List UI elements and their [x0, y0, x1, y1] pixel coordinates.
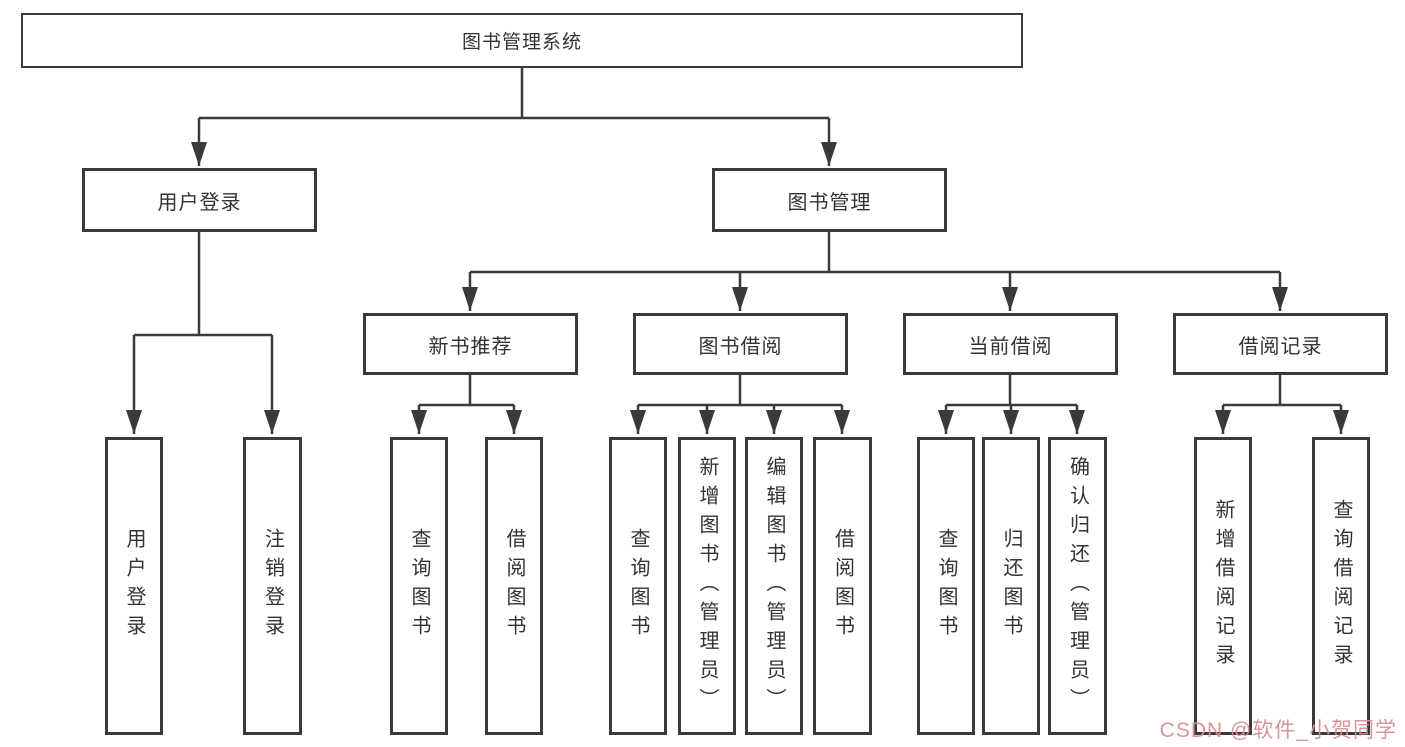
node-current-borrow: 当前借阅	[903, 313, 1118, 375]
node-leaf-user-login: 用户登录	[105, 437, 163, 735]
node-leaf-add-borrow-record: 新增借阅记录	[1194, 437, 1252, 735]
node-leaf-query-book-recommend: 查询图书	[390, 437, 448, 735]
node-label: 借阅图书	[503, 528, 525, 644]
node-label: 编辑图书（管理员）	[763, 455, 785, 717]
node-book-management: 图书管理	[712, 168, 947, 232]
node-borrow-record: 借阅记录	[1173, 313, 1388, 375]
node-system-root: 图书管理系统	[21, 13, 1023, 68]
node-leaf-confirm-return-admin: 确认归还（管理员）	[1048, 437, 1107, 735]
node-label: 注销登录	[261, 528, 284, 644]
node-label: 查询图书	[935, 528, 957, 644]
node-label: 当前借阅	[968, 335, 1053, 358]
node-leaf-query-book-borrow: 查询图书	[609, 437, 667, 735]
node-leaf-add-book-admin: 新增图书（管理员）	[678, 437, 736, 735]
csdn-watermark: CSDN @软件_小贺同学	[1159, 719, 1397, 742]
node-leaf-query-book-current: 查询图书	[917, 437, 975, 735]
node-label: 新增借阅记录	[1212, 499, 1234, 673]
node-new-book-recommend: 新书推荐	[363, 313, 578, 375]
node-leaf-return-book: 归还图书	[982, 437, 1040, 735]
node-label: 新书推荐	[428, 335, 513, 358]
node-label: 用户登录	[157, 191, 242, 214]
node-label: 借阅记录	[1238, 335, 1323, 358]
node-leaf-query-borrow-record: 查询借阅记录	[1312, 437, 1370, 735]
node-label: 图书借阅	[698, 335, 783, 358]
node-book-borrow: 图书借阅	[633, 313, 848, 375]
node-label: 用户登录	[123, 528, 145, 644]
node-user-login: 用户登录	[82, 168, 317, 232]
node-label: 查询图书	[408, 528, 430, 644]
node-label: 确认归还（管理员）	[1066, 455, 1089, 717]
node-label: 查询借阅记录	[1330, 499, 1352, 673]
node-label: 图书管理	[787, 191, 872, 214]
node-label: 归还图书	[1000, 528, 1022, 644]
node-leaf-edit-book-admin: 编辑图书（管理员）	[745, 437, 803, 735]
node-label: 借阅图书	[831, 528, 854, 644]
node-leaf-borrow-book-recommend: 借阅图书	[485, 437, 543, 735]
node-label: 新增图书（管理员）	[696, 455, 718, 717]
node-label: 图书管理系统	[461, 32, 582, 53]
node-leaf-borrow-book: 借阅图书	[813, 437, 872, 735]
node-label: 查询图书	[627, 528, 649, 644]
node-leaf-logout: 注销登录	[243, 437, 302, 735]
